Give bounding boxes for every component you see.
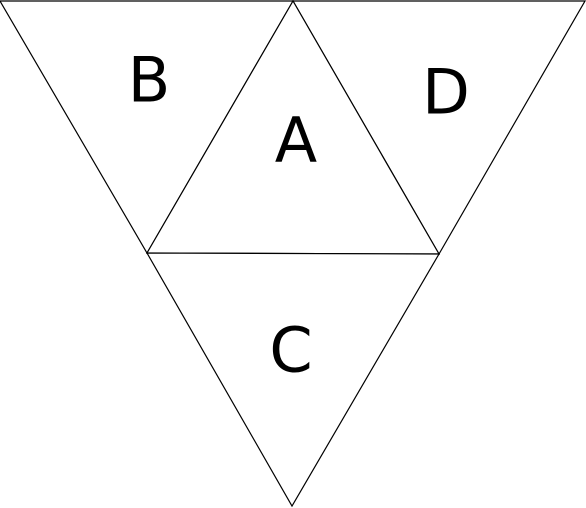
face-label-a: A [275, 104, 317, 177]
face-label-b: B [128, 44, 171, 117]
face-label-d: D [422, 56, 470, 129]
face-c [145, 252, 441, 508]
face-label-c: C [269, 314, 312, 387]
